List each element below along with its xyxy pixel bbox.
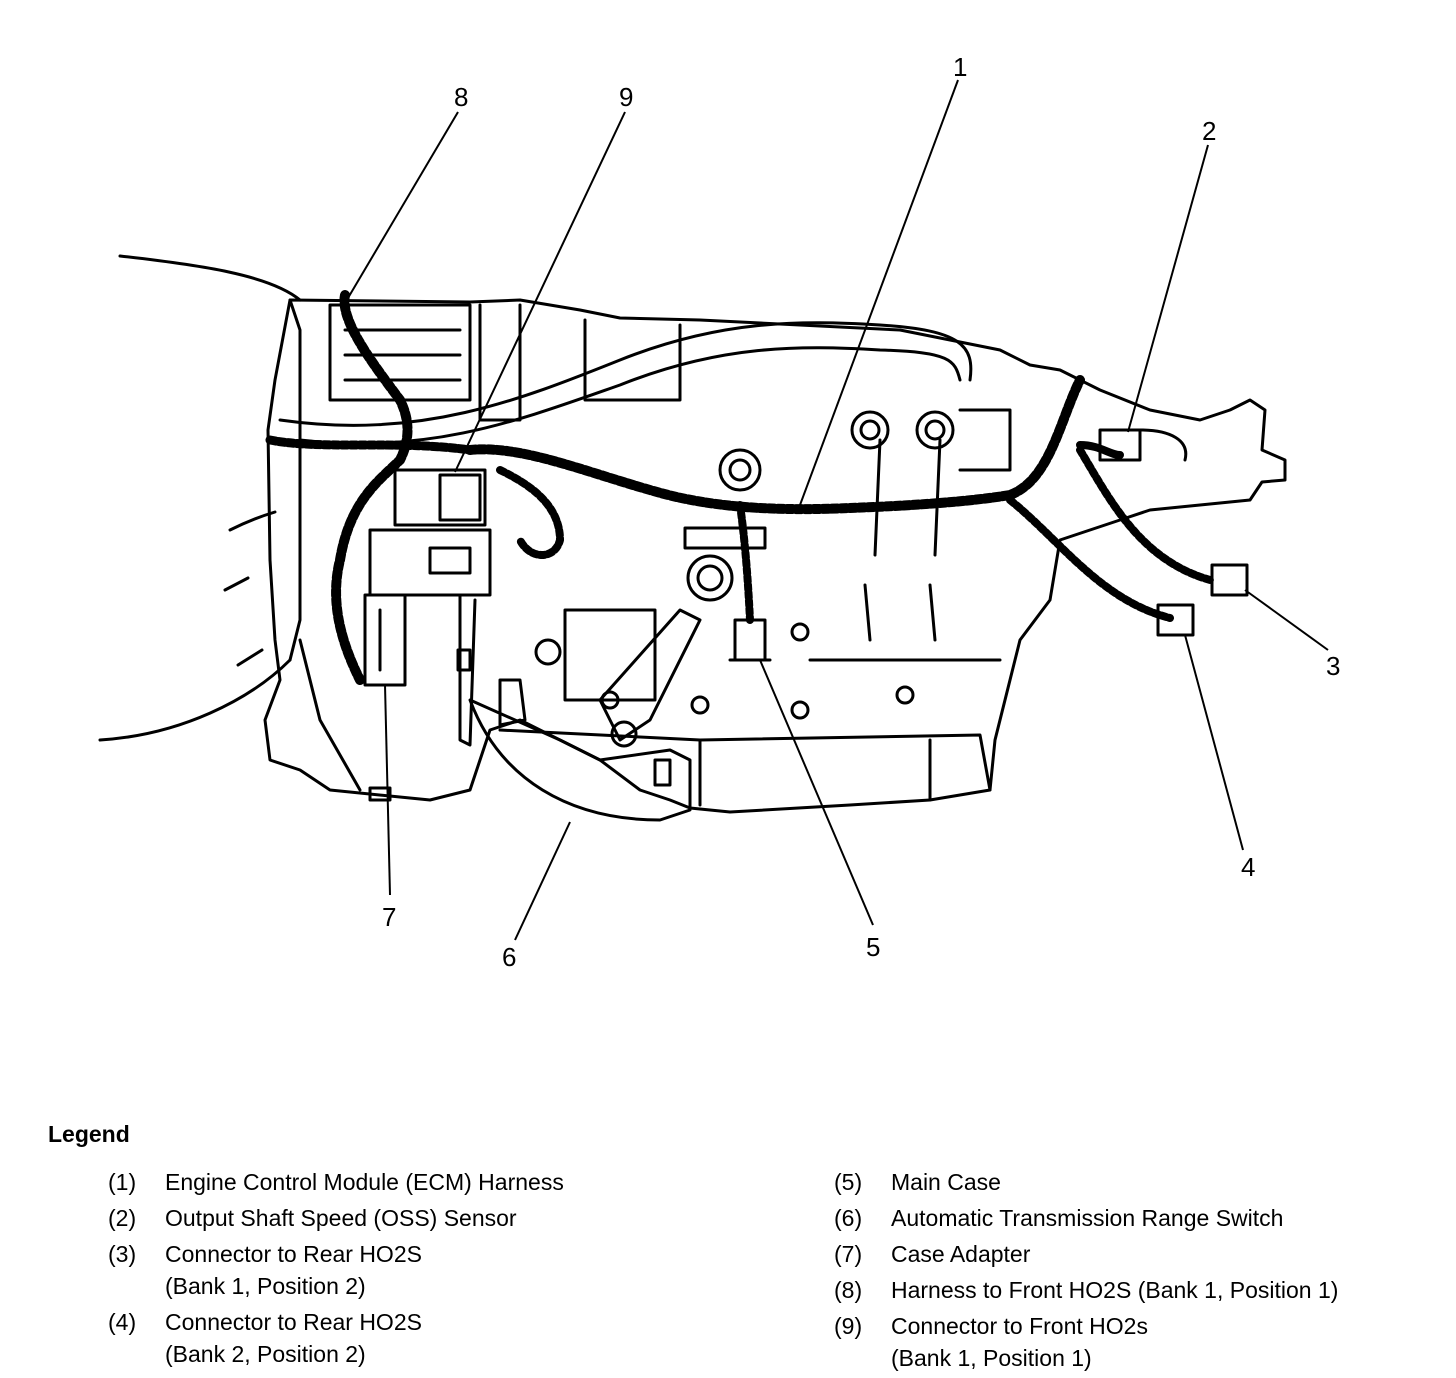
legend-column-right: (5) Main Case (6) Automatic Transmission… (834, 1166, 1444, 1378)
legend-number: (5) (834, 1169, 863, 1195)
front-ho2s-harness (331, 290, 413, 685)
callout-7: 7 (382, 902, 396, 932)
legend-text: Automatic Transmission Range Switch (891, 1205, 1284, 1231)
callout-8: 8 (454, 82, 468, 112)
transmission-wiring-diagram: 1 2 3 4 5 6 7 8 9 (98, 52, 1340, 972)
ecm-harness (465, 375, 1085, 515)
main-case-sensor (733, 618, 767, 662)
legend-item: (5) Main Case (834, 1166, 1444, 1198)
legend-item: (7) Case Adapter (834, 1238, 1444, 1270)
legend-text: Case Adapter (891, 1241, 1031, 1267)
case-adapter (368, 528, 492, 597)
legend-text: Harness to Front HO2S (Bank 1, Position … (891, 1277, 1339, 1303)
legend-text: Engine Control Module (ECM) Harness (165, 1169, 564, 1195)
legend-text: Connector to Rear HO2S (Bank 1, Position… (165, 1241, 422, 1299)
leader-line-2 (1127, 144, 1209, 433)
callout-5: 5 (866, 932, 880, 962)
legend-number: (6) (834, 1205, 863, 1231)
legend-item: (3) Connector to Rear HO2S (Bank 1, Posi… (108, 1238, 728, 1302)
legend-number: (8) (834, 1277, 863, 1303)
legend-number: (1) (108, 1169, 137, 1195)
legend-number: (4) (108, 1309, 137, 1335)
leader-line-9 (454, 111, 626, 473)
legend-text: Connector to Front HO2s (Bank 1, Positio… (891, 1313, 1148, 1371)
callout-3: 3 (1326, 651, 1340, 681)
callout-2: 2 (1202, 116, 1216, 146)
callout-4: 4 (1241, 852, 1255, 882)
legend-text: Output Shaft Speed (OSS) Sensor (165, 1205, 517, 1231)
leader-line-4 (1184, 634, 1244, 851)
oss-sensor (1098, 428, 1142, 462)
engine-outline (98, 658, 292, 742)
legend-text: Connector to Rear HO2S (Bank 2, Position… (165, 1309, 422, 1367)
legend-number: (2) (108, 1205, 137, 1231)
legend-item: (8) Harness to Front HO2S (Bank 1, Posit… (834, 1274, 1444, 1306)
legend-item: (9) Connector to Front HO2s (Bank 1, Pos… (834, 1310, 1444, 1374)
legend-number: (7) (834, 1241, 863, 1267)
legend-item: (1) Engine Control Module (ECM) Harness (108, 1166, 728, 1198)
legend-item: (4) Connector to Rear HO2S (Bank 2, Posi… (108, 1306, 728, 1370)
legend-column-left: (1) Engine Control Module (ECM) Harness … (108, 1166, 728, 1374)
leader-line-7 (384, 684, 391, 896)
rear-ho2s-connector-bank2 (1156, 603, 1195, 637)
callout-9: 9 (619, 82, 633, 112)
range-switch (468, 698, 692, 822)
legend-title: Legend (48, 1121, 130, 1147)
legend-text: Main Case (891, 1169, 1001, 1195)
leader-line-1 (799, 79, 959, 506)
leader-line-3 (1244, 589, 1329, 651)
callout-6: 6 (502, 942, 516, 972)
legend-number: (9) (834, 1313, 863, 1339)
transmission-case (263, 298, 1287, 814)
rear-ho2s-connector-bank1 (1210, 563, 1249, 597)
callout-1: 1 (953, 52, 967, 82)
leader-line-5 (759, 659, 874, 926)
legend-number: (3) (108, 1241, 137, 1267)
leader-line-6 (514, 821, 571, 941)
leader-line-8 (347, 111, 459, 299)
legend-item: (6) Automatic Transmission Range Switch (834, 1202, 1444, 1234)
oil-pan (498, 728, 992, 792)
front-ho2s-connector (393, 468, 487, 527)
engine-outline (118, 254, 302, 302)
legend-item: (2) Output Shaft Speed (OSS) Sensor (108, 1202, 728, 1234)
